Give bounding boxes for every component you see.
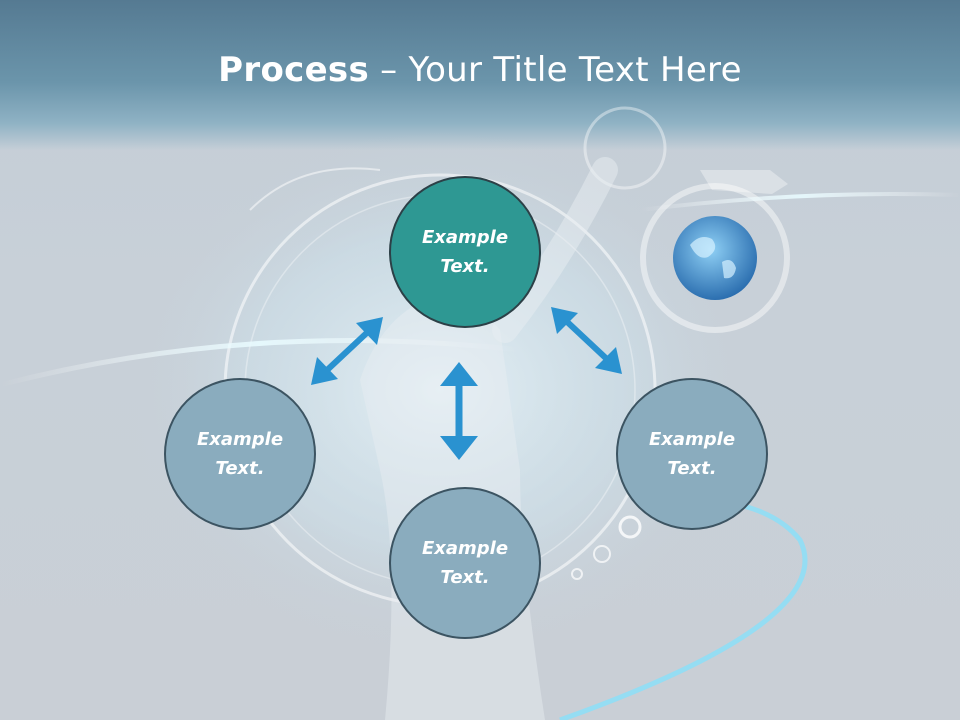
node-line1: Example bbox=[421, 538, 509, 559]
glow bbox=[120, 130, 760, 650]
earth-icon bbox=[673, 216, 757, 300]
node-line1: Example bbox=[196, 429, 284, 450]
bubble bbox=[618, 515, 642, 539]
node-line2: Text. bbox=[440, 567, 490, 588]
process-node-left[interactable]: Example Text. bbox=[164, 378, 316, 530]
double-arrow-vertical bbox=[440, 362, 478, 460]
double-arrow-right bbox=[551, 307, 622, 374]
slide-title: Process – Your Title Text Here bbox=[0, 50, 960, 90]
double-arrow-left bbox=[311, 317, 383, 385]
node-line2: Text. bbox=[215, 458, 265, 479]
hud-segments bbox=[700, 170, 788, 194]
node-line2: Text. bbox=[667, 458, 717, 479]
title-bold: Process bbox=[218, 50, 370, 90]
process-node-right[interactable]: Example Text. bbox=[616, 378, 768, 530]
arrows bbox=[311, 307, 622, 460]
bubble bbox=[593, 545, 611, 563]
title-rest: – Your Title Text Here bbox=[369, 50, 742, 90]
node-line1: Example bbox=[648, 429, 736, 450]
process-node-bottom[interactable]: Example Text. bbox=[389, 487, 541, 639]
earth-continents bbox=[690, 237, 736, 279]
hud-circle-top bbox=[583, 106, 667, 190]
hud-arc bbox=[249, 167, 381, 211]
light-streak-left bbox=[0, 338, 521, 388]
person-arm bbox=[492, 157, 618, 343]
light-streak-right bbox=[639, 192, 960, 212]
hud-ring-right bbox=[640, 183, 790, 333]
bubble bbox=[571, 568, 583, 580]
header-band bbox=[0, 0, 960, 150]
node-line1: Example bbox=[421, 227, 509, 248]
node-line2: Text. bbox=[440, 256, 490, 277]
process-node-top[interactable]: Example Text. bbox=[389, 176, 541, 328]
